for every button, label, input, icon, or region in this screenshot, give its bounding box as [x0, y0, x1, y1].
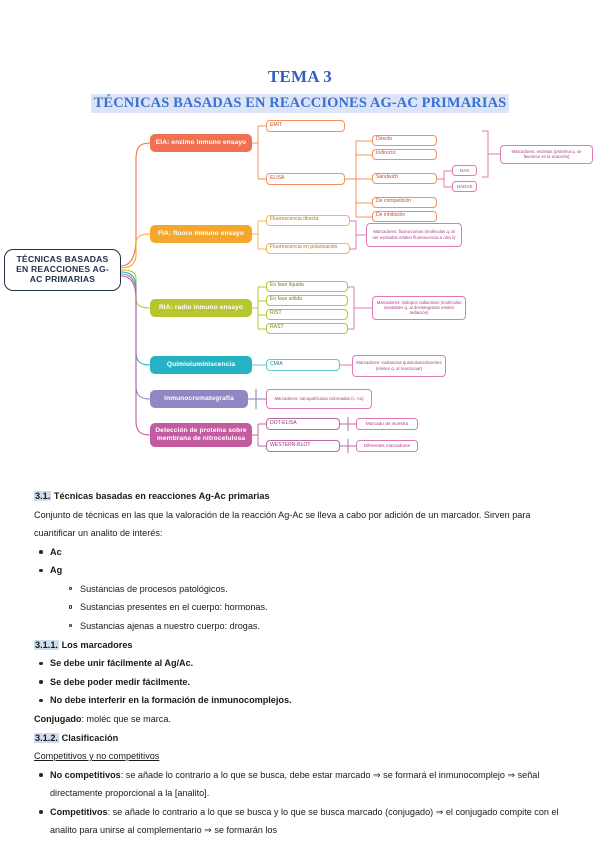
- mindmap-branch-eia[interactable]: EIA: enzimo inmuno ensayo: [150, 133, 252, 152]
- body-content: 3.1. Técnicas basadas en reacciones Ag-A…: [34, 487, 568, 840]
- section-title-3-1-2: Clasificación: [61, 732, 119, 743]
- section-heading-3-1-1: 3.1.1. Los marcadores: [34, 636, 568, 655]
- section-title-3-1-1: Los marcadores: [61, 639, 133, 650]
- list-marcadores-requisitos: Se debe unir fácilmente al Ag/Ac. Se deb…: [34, 654, 568, 710]
- mindmap-branch-deteccion-proteina[interactable]: Detección de proteína sobre membrana de …: [150, 422, 252, 447]
- mindmap-node-elisa-indirecto[interactable]: Indirecto: [372, 148, 437, 160]
- mindmap-branch-ria[interactable]: RIA: radio inmuno ensayo: [150, 298, 252, 317]
- list-item: Se debe poder medir fácilmente.: [39, 673, 568, 692]
- mindmap-node-hadas[interactable]: HADAS: [452, 180, 477, 192]
- mindmap-node-ria-fase-solida[interactable]: En fase sólida: [266, 294, 348, 306]
- list-antigen-subtypes: Sustancias de procesos patológicos. Sust…: [50, 580, 568, 636]
- list-item: Sustancias de procesos patológicos.: [69, 580, 568, 599]
- list-item: Ac: [39, 543, 568, 562]
- definition-term-conjugado: Conjugado: [34, 713, 82, 724]
- mindmap-note-western-blot: Diferentes marcadores: [356, 439, 418, 452]
- mindmap-diagram: TÉCNICAS BASADAS EN REACCIONES AG-AC PRI…: [0, 119, 600, 461]
- section-number-3-1: 3.1.: [34, 491, 52, 501]
- page-subtitle: TÉCNICAS BASADAS EN REACCIONES AG-AC PRI…: [90, 93, 510, 113]
- list-clasificacion: No competitivos: se añade lo contrario a…: [34, 766, 568, 840]
- mindmap-branch-quimioluminiscencia[interactable]: Quimioluminiscencia: [150, 355, 252, 374]
- mindmap-node-elisa[interactable]: ELISA: [266, 172, 345, 185]
- mindmap-node-fia-directa[interactable]: Fluorescencia directa: [266, 214, 350, 226]
- list-item: No debe interferir en la formación de in…: [39, 691, 568, 710]
- mindmap-node-western-blot[interactable]: WESTERN-BLOT: [266, 439, 340, 452]
- mindmap-node-elisa-inhibicion[interactable]: De inhibición: [372, 210, 437, 222]
- section-heading-3-1: 3.1. Técnicas basadas en reacciones Ag-A…: [34, 487, 568, 506]
- mindmap-node-emit[interactable]: EMIT: [266, 119, 345, 132]
- mindmap-branch-inmunocromatografia[interactable]: Inmunocromatografía: [150, 389, 248, 408]
- mindmap-node-rist[interactable]: RIST: [266, 308, 348, 320]
- text-no-competitivos: : se añade lo contrario a lo que se busc…: [50, 769, 540, 799]
- list-antigens-antibodies: Ac Ag Sustancias de procesos patológicos…: [34, 543, 568, 636]
- mindmap-node-elisa-directo[interactable]: Directo: [372, 134, 437, 146]
- list-item: Sustancias presentes en el cuerpo: hormo…: [69, 598, 568, 617]
- section-number-3-1-1: 3.1.1.: [34, 639, 59, 650]
- list-item: Se debe unir fácilmente al Ag/Ac.: [39, 654, 568, 673]
- subsection-heading-competitivos: Competitivos y no competitivos: [34, 751, 160, 762]
- section-heading-3-1-2: 3.1.2. Clasificación: [34, 729, 568, 748]
- section-intro-3-1: Conjunto de técnicas en las que la valor…: [34, 509, 531, 539]
- mindmap-note-ria: Marcadores: isótopos radiactivos (molécu…: [372, 295, 466, 320]
- section-title-3-1: Técnicas basadas en reacciones Ag-Ac pri…: [53, 491, 270, 501]
- mindmap-node-elisa-sandwich[interactable]: Sandwich: [372, 172, 437, 184]
- definition-conjugado: Conjugado: moléc que se marca.: [34, 710, 568, 729]
- mindmap-note-dot-elisa: Marcado de muestra: [356, 417, 418, 430]
- mindmap-node-elisa-competicion[interactable]: De competición: [372, 196, 437, 208]
- mindmap-node-dot-elisa[interactable]: DOT-ELISA: [266, 417, 340, 430]
- mindmap-root-node[interactable]: TÉCNICAS BASADAS EN REACCIONES AG-AC PRI…: [4, 248, 121, 291]
- mindmap-node-ria-fase-liquida[interactable]: En fase líquida: [266, 280, 348, 292]
- title-block: TEMA 3 TÉCNICAS BASADAS EN REACCIONES AG…: [0, 0, 600, 113]
- list-item: Competitivos: se añade lo contrario a lo…: [39, 803, 568, 840]
- page-title: TEMA 3: [267, 67, 332, 86]
- list-item: Ag Sustancias de procesos patológicos. S…: [39, 561, 568, 636]
- text-competitivos: : se añade lo contrario a lo que se busc…: [50, 806, 559, 836]
- mindmap-note-fia: Marcadores: fluorocromos (moléculas q. a…: [366, 222, 462, 247]
- mindmap-note-inmunocromatografia: Marcadores: nanopartículas coloreadas (c…: [266, 388, 372, 409]
- section-number-3-1-2: 3.1.2.: [34, 732, 59, 743]
- mindmap-node-cmia[interactable]: CMIA: [266, 358, 340, 371]
- bullet-label-ac: Ac: [50, 546, 62, 557]
- mindmap-node-das[interactable]: DAS: [452, 164, 477, 176]
- list-item: Sustancias ajenas a nuestro cuerpo: drog…: [69, 617, 568, 636]
- mindmap-branch-fia[interactable]: FIA: fluoro inmuno ensayo: [150, 224, 252, 243]
- list-item: No competitivos: se añade lo contrario a…: [39, 766, 568, 803]
- term-no-competitivos: No competitivos: [50, 769, 121, 780]
- mindmap-node-fia-polarizacion[interactable]: Fluorescencia en polarización: [266, 242, 350, 254]
- mindmap-note-eia: Marcadores: enzimas (proteína q. se favo…: [500, 144, 593, 164]
- definition-text-conjugado: : moléc que se marca.: [81, 713, 171, 724]
- bullet-label-ag: Ag: [50, 565, 63, 576]
- mindmap-note-quimioluminiscencia: Marcadores: sustancias quimioluminiscent…: [352, 354, 446, 377]
- mindmap-node-rast[interactable]: RAST: [266, 322, 348, 334]
- term-competitivos: Competitivos: [50, 806, 108, 817]
